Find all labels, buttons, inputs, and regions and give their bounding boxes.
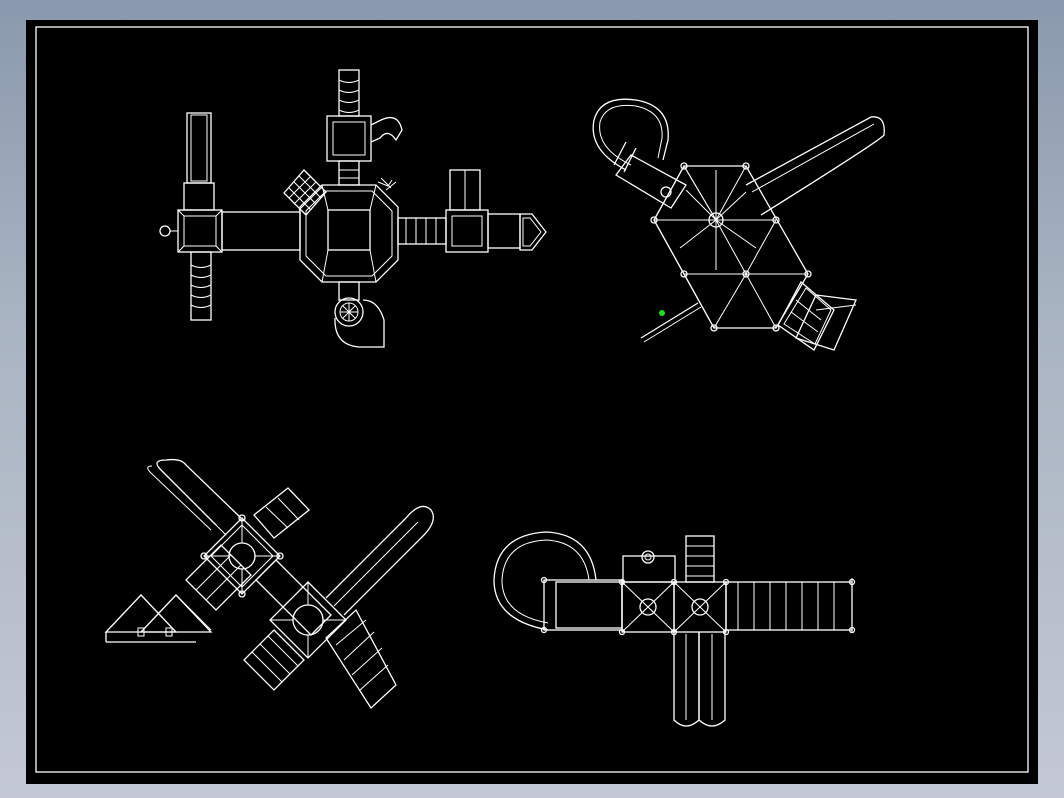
plan-view-bottom-left [104,458,434,710]
plan-view-top-right [592,98,885,351]
sheet-frame-border [35,26,1029,773]
drawing-sheet[interactable] [26,20,1038,784]
cursor-marker [659,310,665,316]
cad-drawing-canvas[interactable] [26,20,1038,784]
plan-view-top-left [159,69,547,348]
plan-view-bottom-right [493,531,856,727]
